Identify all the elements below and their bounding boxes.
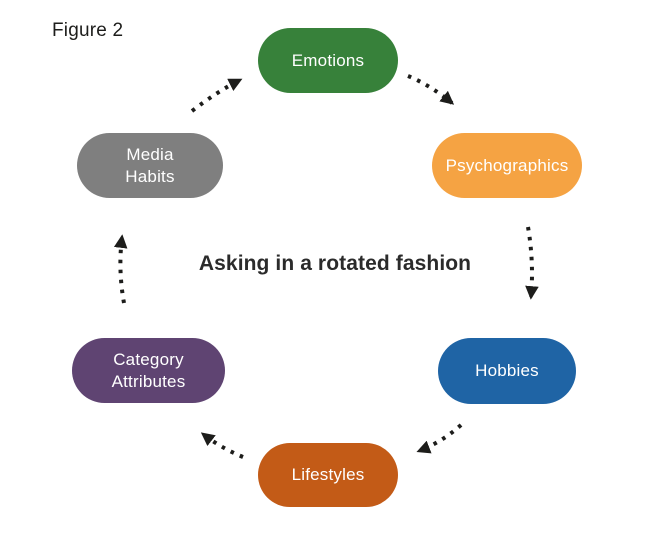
- node-media-habits-label: Media Habits: [125, 145, 175, 186]
- node-media-habits: Media Habits: [77, 133, 223, 198]
- node-emotions-label: Emotions: [291, 50, 365, 70]
- node-psychographics: Psychographics: [432, 133, 582, 198]
- node-category-attributes: Category Attributes: [72, 338, 225, 403]
- arrow-emotions-to-psychographics: [407, 74, 455, 105]
- diagram-caption: Asking in a rotated fashion: [198, 252, 472, 275]
- node-hobbies-label: Hobbies: [475, 361, 539, 381]
- node-category-attributes-label: Category Attributes: [111, 350, 186, 391]
- node-psychographics-label: Psychographics: [445, 155, 569, 175]
- arrow-hobbies-to-lifestyles: [416, 423, 463, 454]
- node-hobbies: Hobbies: [438, 338, 576, 404]
- arrow-category-attributes-to-media-habits: [113, 234, 128, 304]
- figure-label: Figure 2: [52, 20, 124, 41]
- arrow-lifestyles-to-category-attributes: [200, 432, 244, 459]
- node-lifestyles: Lifestyles: [258, 443, 398, 507]
- node-emotions: Emotions: [258, 28, 398, 93]
- arrow-media-habits-to-emotions: [190, 78, 243, 113]
- node-lifestyles-label: Lifestyles: [291, 465, 365, 485]
